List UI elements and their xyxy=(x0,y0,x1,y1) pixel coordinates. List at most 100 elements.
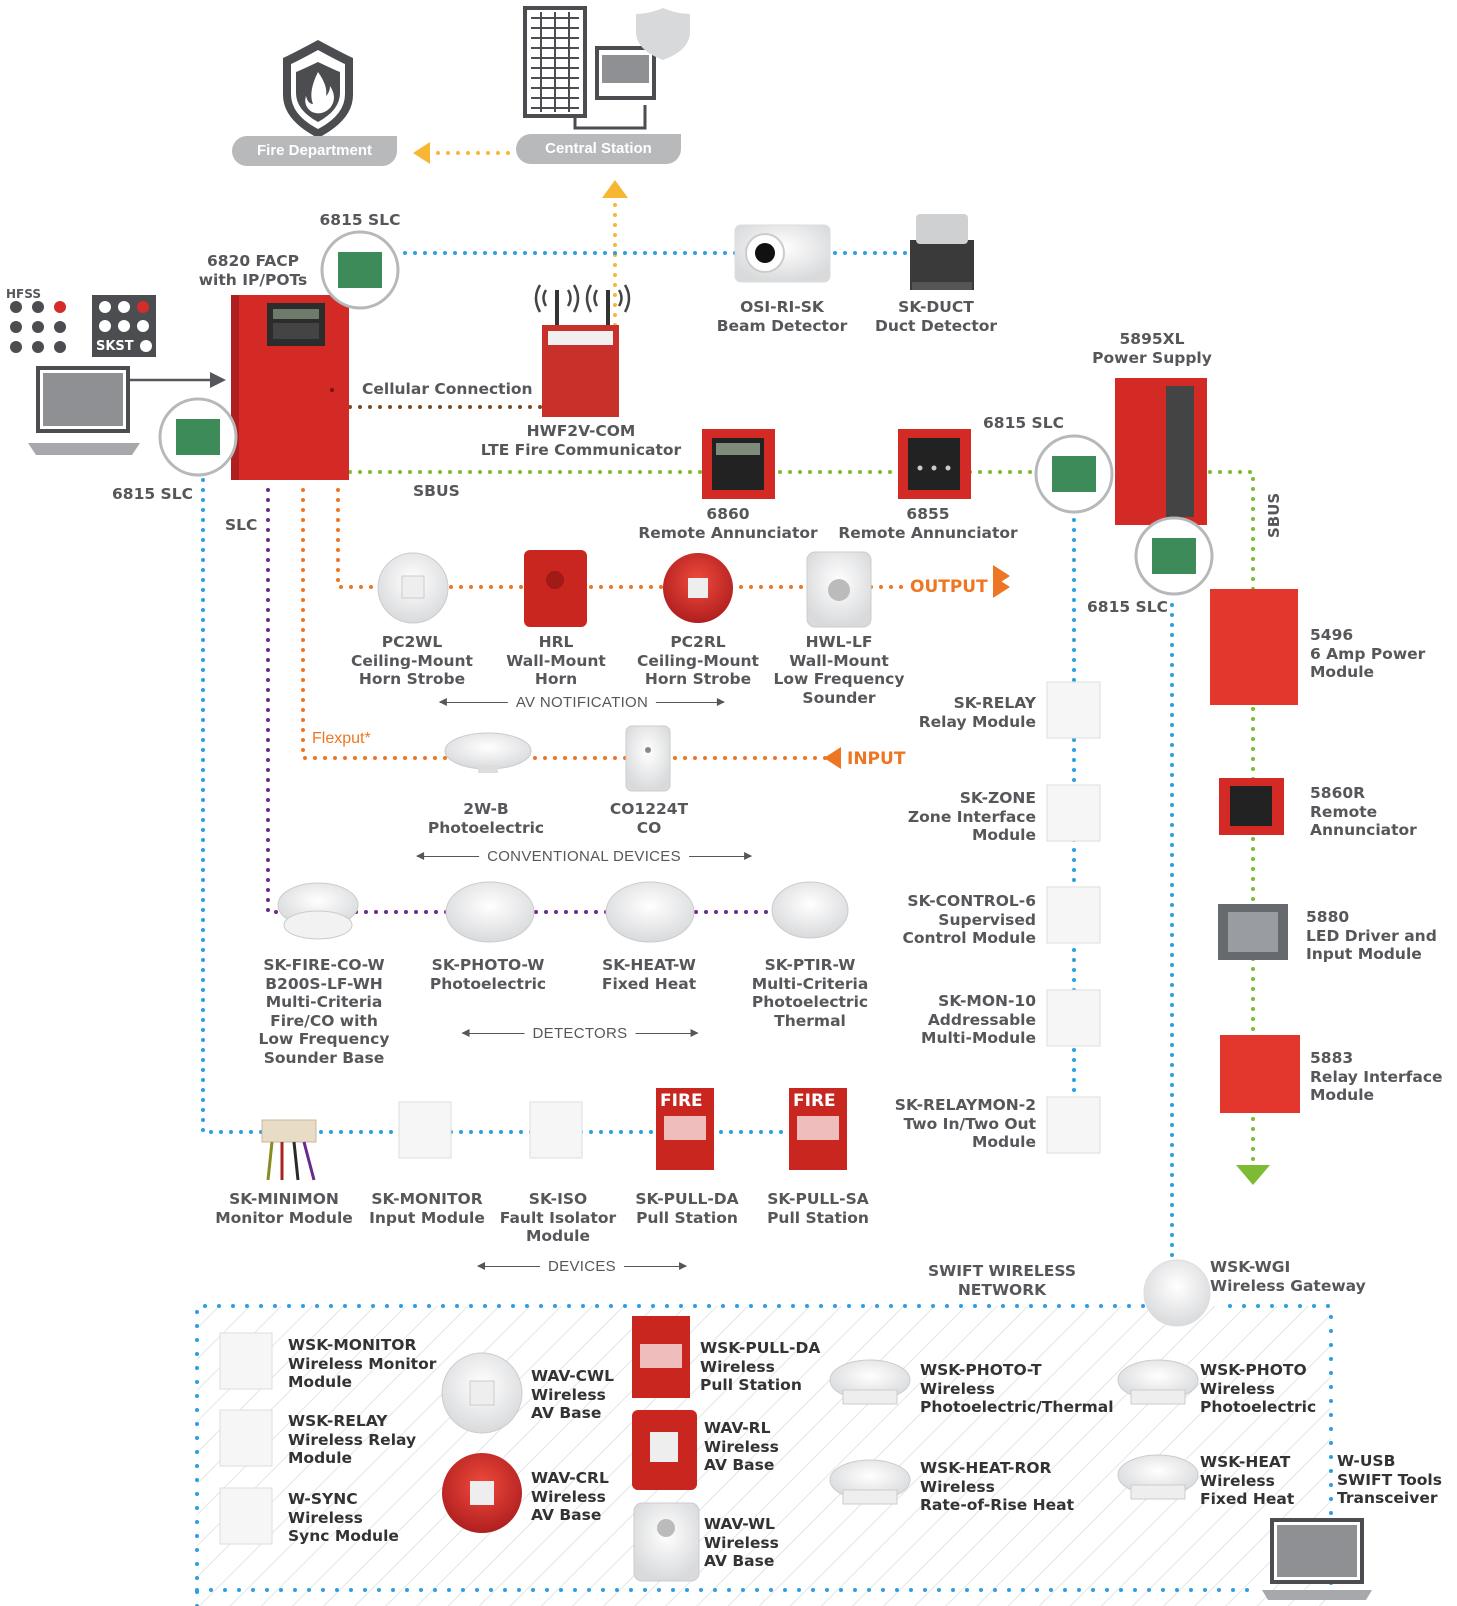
horn-hrl-image xyxy=(524,550,587,627)
wav-cwl-image xyxy=(441,1352,523,1434)
sbus-vertical-label: SBUS xyxy=(1265,492,1283,538)
central-station-pill: Central Station xyxy=(516,134,681,164)
wireless-boundary xyxy=(195,1304,1333,1606)
central-station-building-icon xyxy=(523,6,690,130)
detectors-caption: DETECTORS xyxy=(461,1025,699,1042)
slc-board-power-a xyxy=(1034,434,1114,514)
slc-power-a-label: 6815 SLC xyxy=(983,414,1064,432)
sk-zone-image xyxy=(1046,784,1101,842)
hfss-keypad-icon xyxy=(10,301,66,353)
flexput-label: Flexput* xyxy=(312,730,371,747)
facp-panel-image xyxy=(231,295,349,480)
pull-station-da-image xyxy=(656,1088,714,1170)
slc-left-label: 6815 SLC xyxy=(112,485,193,503)
wsk-monitor-image xyxy=(219,1332,273,1390)
photoelectric-2wb-image xyxy=(444,732,532,773)
output-label: OUTPUT xyxy=(910,577,988,597)
conventional-caption: CONVENTIONAL DEVICES xyxy=(416,848,752,865)
photo-detector-image xyxy=(445,881,535,943)
wsk-relay-image xyxy=(219,1409,273,1467)
horn-strobe-pc2wl-image xyxy=(377,552,449,624)
fault-isolator-image xyxy=(529,1101,583,1159)
beam-detector-image xyxy=(734,224,831,283)
sk-control-image xyxy=(1046,886,1101,944)
sk-relay-image xyxy=(1046,681,1101,739)
input-module-image xyxy=(398,1101,452,1159)
slc-board-top xyxy=(320,230,400,310)
fire-department-pill: Fire Department xyxy=(232,136,397,166)
slc-top-label: 6815 SLC xyxy=(319,211,401,229)
sbus-label: SBUS xyxy=(413,482,460,500)
wsk-photo-image xyxy=(1117,1359,1199,1405)
slc-power-b-label: 6815 SLC xyxy=(1087,598,1168,616)
pull-da-fire-text: FIRE xyxy=(660,1091,703,1111)
sk-relaymon-image xyxy=(1046,1096,1101,1154)
wsk-heat-ror-image xyxy=(829,1459,911,1505)
wsk-heat-image xyxy=(1117,1454,1199,1500)
power-module-5496-image xyxy=(1210,589,1298,705)
annunciator-6860-image xyxy=(702,429,775,499)
wav-rl-image xyxy=(632,1410,697,1490)
fire-co-detector-image xyxy=(277,882,359,940)
relay-interface-5883-image xyxy=(1220,1035,1300,1113)
pull-station-sa-image xyxy=(789,1088,847,1170)
slc-left-line xyxy=(201,478,812,1134)
slc-label: SLC xyxy=(225,516,258,534)
av-notification-caption: AV NOTIFICATION xyxy=(438,694,726,711)
input-label: INPUT xyxy=(847,749,906,769)
wsk-photo-t-image xyxy=(829,1359,911,1405)
power-supply-image xyxy=(1115,378,1207,525)
fire-department-shield-icon xyxy=(283,40,353,138)
led-driver-5880-image xyxy=(1218,904,1288,960)
w-sync-image xyxy=(219,1487,273,1545)
sounder-hwl-lf-image xyxy=(806,551,872,628)
wireless-network-zone xyxy=(197,1306,1331,1606)
pull-sa-fire-text: FIRE xyxy=(793,1091,836,1111)
minimon-module-image xyxy=(261,1119,317,1181)
wav-wl-image xyxy=(633,1502,700,1582)
co-detector-image xyxy=(625,725,671,792)
hfss-label: HFSS xyxy=(6,287,41,301)
devices-caption: DEVICES xyxy=(477,1258,687,1275)
